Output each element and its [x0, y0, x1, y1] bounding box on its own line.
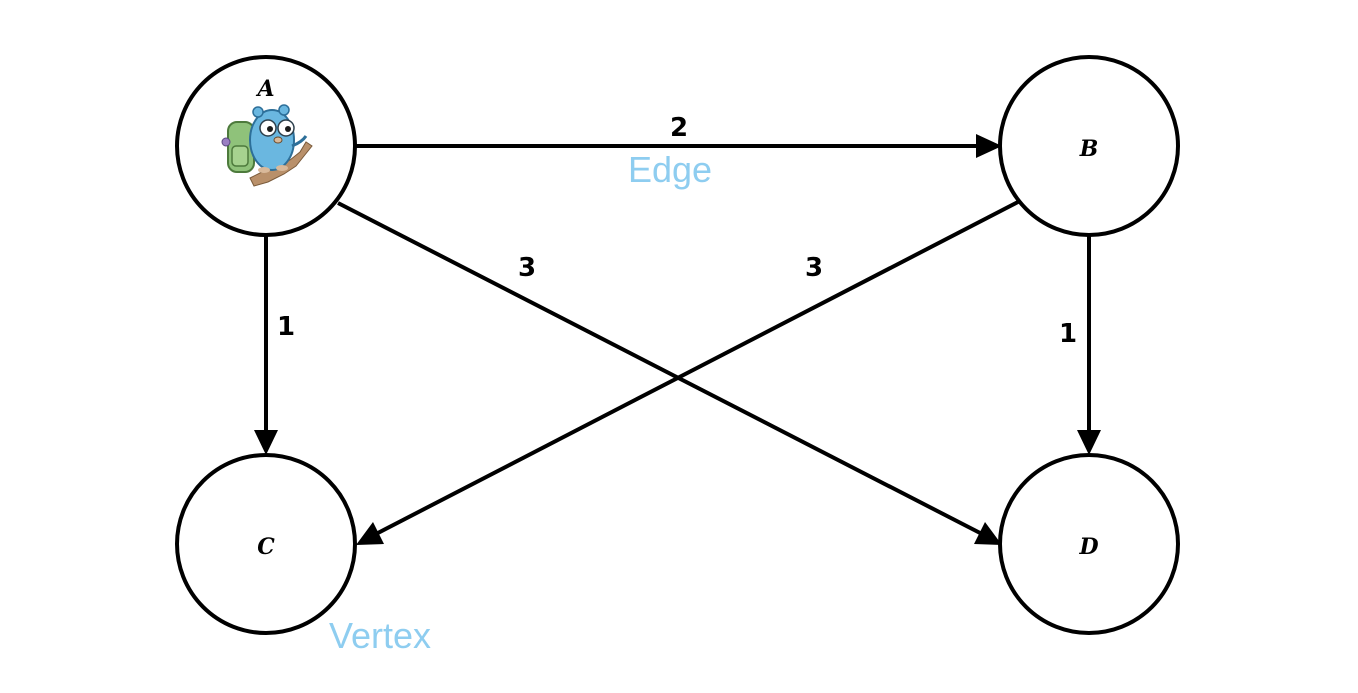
weight-b-d: 1 — [1059, 319, 1077, 349]
weight-a-d: 3 — [518, 253, 536, 283]
node-b: B — [998, 55, 1180, 237]
node-a-label: A — [255, 76, 274, 102]
node-c-label: C — [257, 534, 275, 560]
weight-a-c: 1 — [277, 312, 295, 342]
weight-b-c: 3 — [805, 253, 823, 283]
gopher-hiker-icon — [221, 104, 313, 187]
node-c: C — [175, 453, 357, 635]
edge-a-d — [337, 201, 1002, 545]
arrowhead-a-b — [976, 134, 1002, 158]
edge-a-b — [356, 134, 1002, 158]
vertex-annotation: Vertex — [329, 615, 431, 656]
node-d-label: D — [1078, 534, 1098, 560]
weight-a-b: 2 — [670, 113, 688, 143]
arrowhead-a-d — [974, 522, 1002, 545]
arrowhead-b-d — [1077, 430, 1101, 455]
edge-b-c — [356, 200, 1019, 545]
node-d: D — [998, 453, 1180, 635]
node-a: A — [175, 55, 357, 237]
edge-a-c — [254, 236, 278, 455]
arrowhead-b-c — [356, 522, 384, 545]
node-b-label: B — [1079, 136, 1099, 162]
arrowhead-a-c — [254, 430, 278, 455]
edge-annotation: Edge — [628, 149, 712, 190]
edge-b-d — [1077, 236, 1101, 455]
